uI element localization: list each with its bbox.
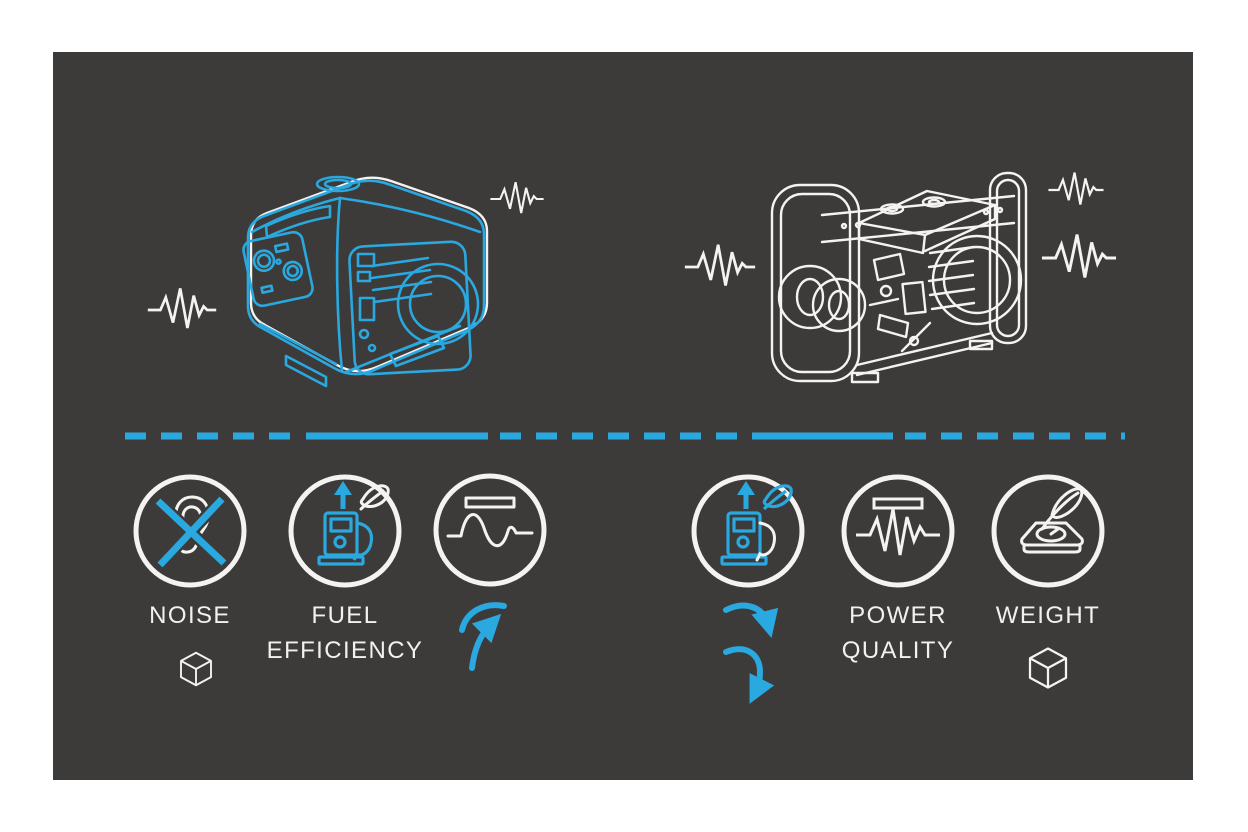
vibration-icon (1047, 166, 1105, 214)
feature-label-fuel-efficiency: FUEL EFFICIENCY (266, 602, 424, 664)
cube-icon (176, 649, 216, 689)
fuel-pump-leaf-icon (691, 474, 805, 588)
cube-icon (1024, 644, 1072, 692)
vibration-icon (1040, 226, 1118, 290)
vibration-icon (146, 283, 218, 337)
distorted-wave-icon (841, 474, 955, 588)
dashed-divider (125, 432, 1125, 440)
feather-scale-icon (991, 474, 1105, 588)
open-frame-generator-illustration (770, 171, 1028, 384)
feature-label-power-quality: POWER QUALITY (841, 602, 955, 664)
muted-ear-icon (133, 474, 247, 588)
vibration-icon (683, 238, 757, 296)
fuel-pump-leaf-icon (288, 474, 402, 588)
feature-label-weight: WEIGHT (995, 602, 1101, 629)
vibration-icon (489, 176, 545, 222)
feature-label-noise: NOISE (149, 602, 231, 629)
inverter-generator-illustration (242, 175, 489, 388)
curved-arrows-up-icon (459, 602, 507, 671)
clean-sine-wave-icon (433, 473, 547, 587)
curved-arrows-down-icon (723, 602, 779, 704)
